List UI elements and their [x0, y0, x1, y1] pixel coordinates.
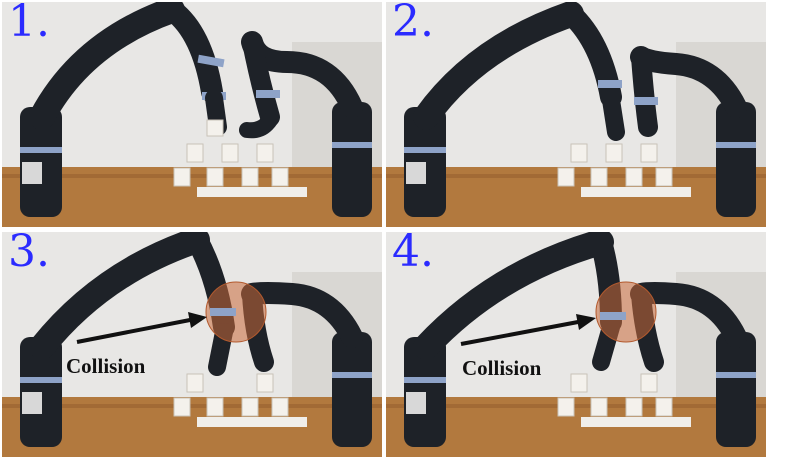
arrow-icon: [460, 320, 579, 346]
robot-scene-4: [386, 232, 766, 457]
panel-number: 4.: [392, 232, 434, 277]
collision-label: Collision: [462, 356, 542, 380]
left-robot-arm: [29, 2, 185, 130]
panel-number: 2.: [392, 2, 434, 47]
robot-scene-2: [386, 2, 766, 227]
cup-stack: [557, 143, 673, 187]
panel-1: 1.: [2, 2, 382, 227]
collision-label: Collision: [66, 354, 146, 378]
panel-4: 4. Collision: [386, 232, 766, 457]
panel-number: 1.: [8, 2, 50, 47]
robot-scene-3: [2, 232, 382, 457]
left-robot-arm: [413, 232, 614, 360]
cup-stack: [173, 119, 289, 187]
robot-scene-1: [2, 2, 382, 227]
right-robot-base: [332, 102, 372, 217]
right-robot-base: [332, 332, 372, 447]
arrow-icon: [76, 318, 191, 344]
right-robot-base: [716, 102, 756, 217]
left-robot-arm: [413, 2, 584, 130]
panel-number: 3.: [8, 232, 50, 277]
right-robot-base: [716, 332, 756, 447]
cup-stack: [173, 373, 289, 417]
panel-2: 2.: [386, 2, 766, 227]
left-robot-arm: [29, 232, 210, 360]
cup-stack: [557, 373, 673, 417]
panel-3: 3. Collision: [2, 232, 382, 457]
